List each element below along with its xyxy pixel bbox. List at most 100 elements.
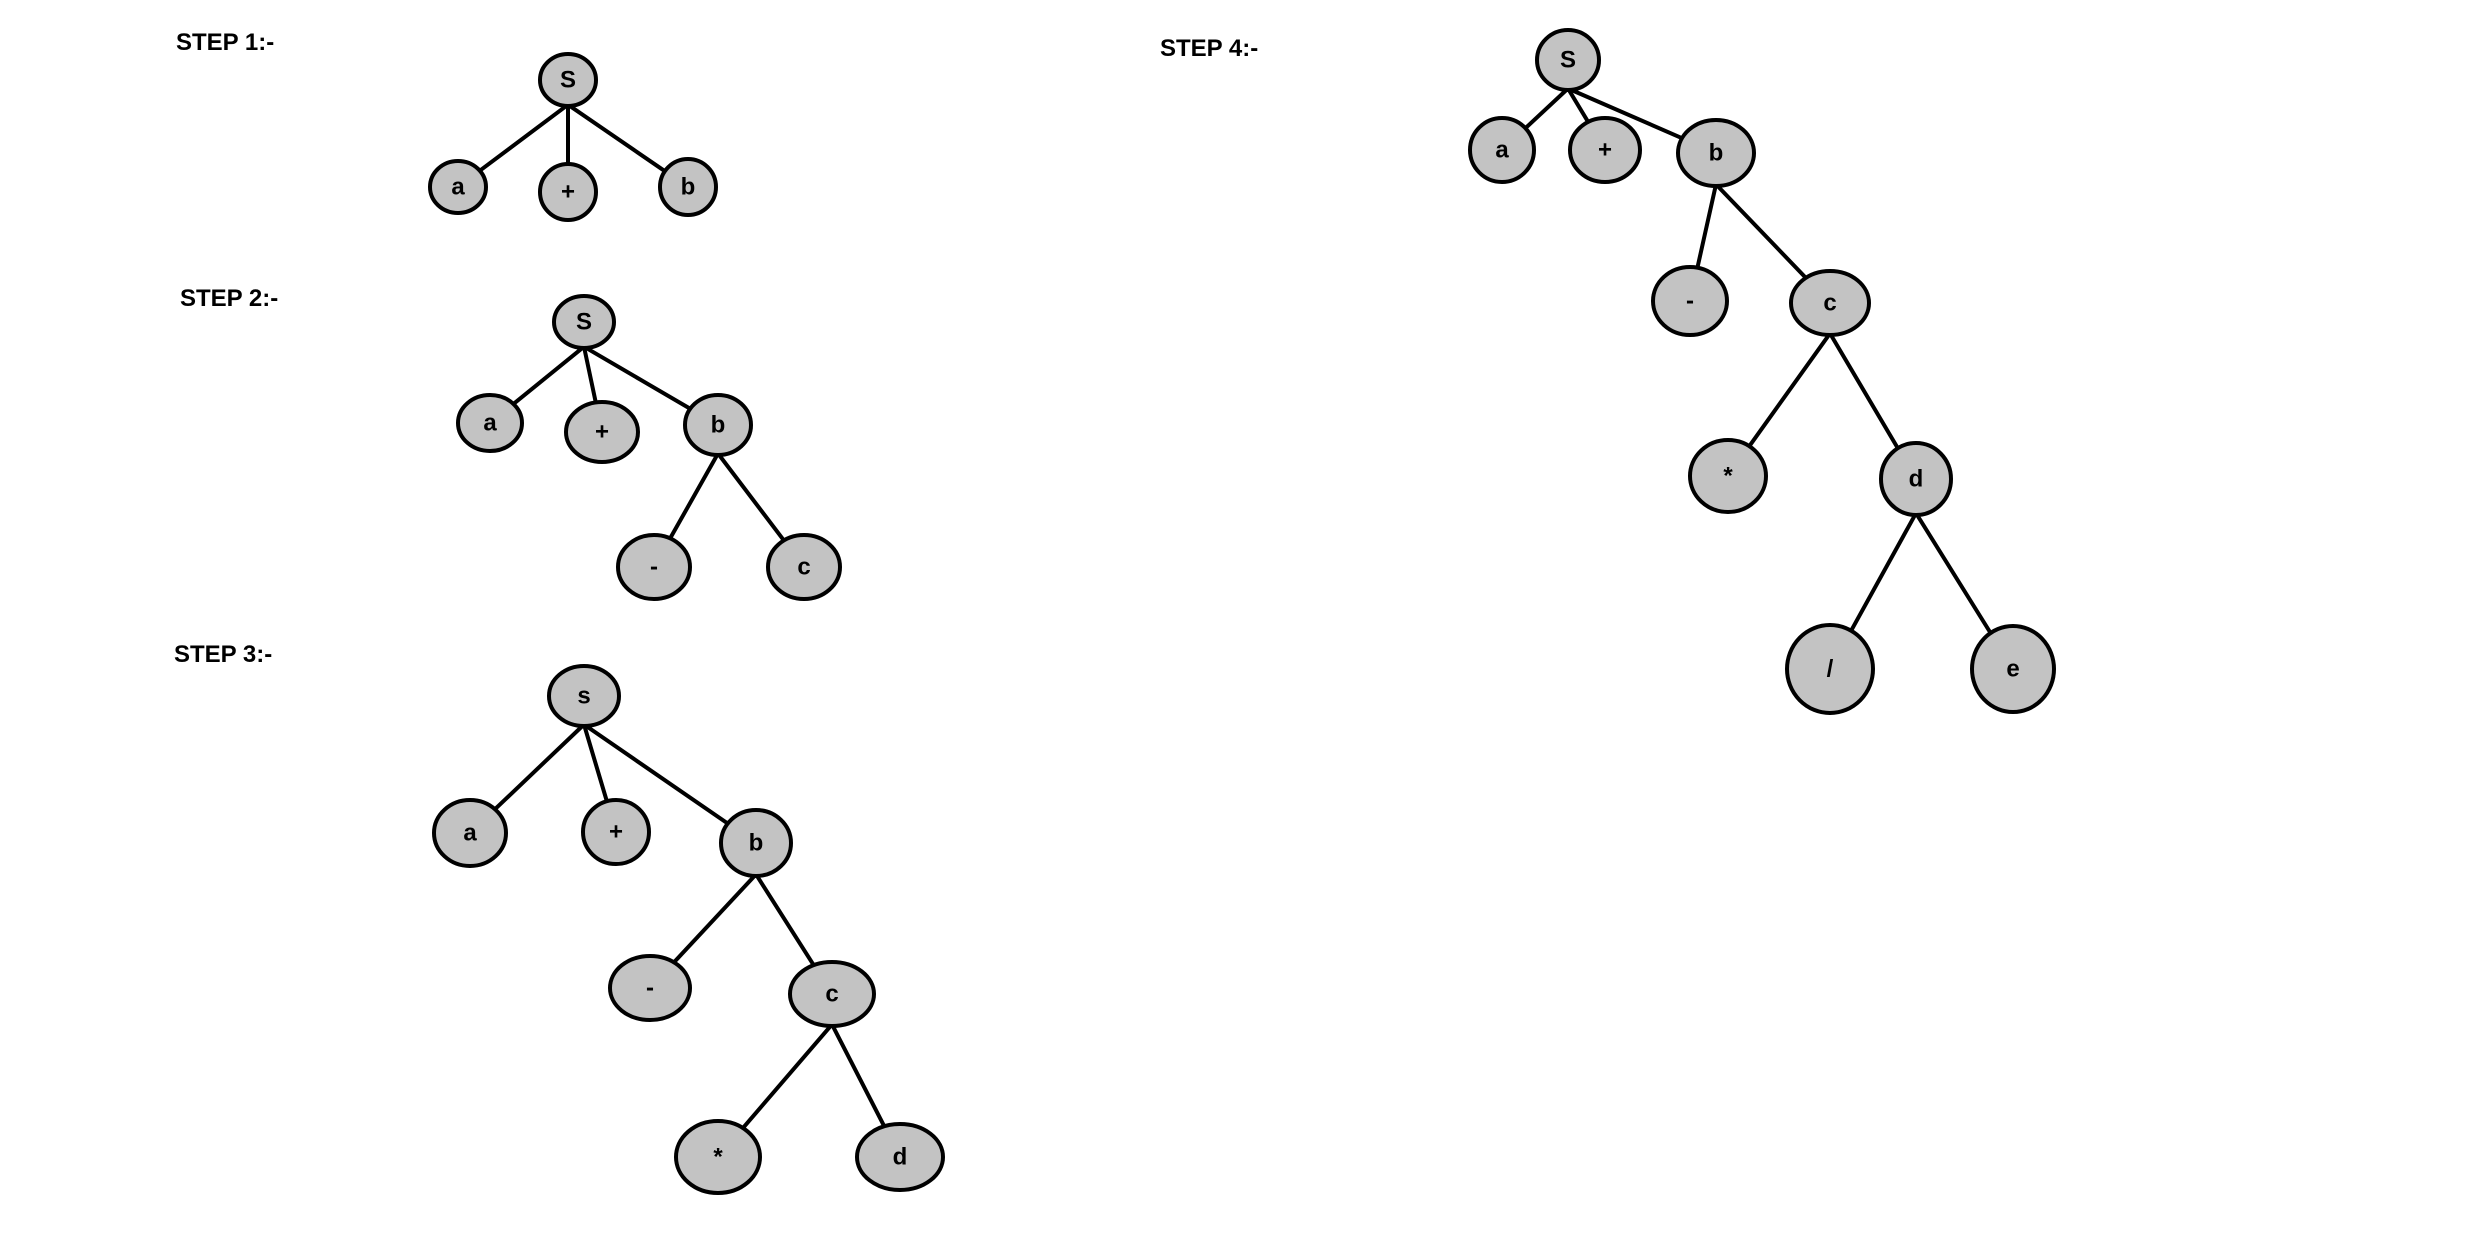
- node-b: b: [1676, 118, 1756, 188]
- node-label: *: [1723, 463, 1733, 490]
- node-circle: [547, 664, 621, 728]
- step-2-title: STEP 2:-: [180, 285, 278, 312]
- node-circle: [683, 393, 753, 457]
- node-circle: [1651, 265, 1729, 337]
- edge-S-b: [1566, 86, 1685, 141]
- node-a: a: [432, 798, 508, 868]
- edge-S-plus: [582, 344, 598, 405]
- node-circle: [788, 960, 876, 1028]
- node-circle: [538, 52, 598, 108]
- node-slash: /: [1785, 623, 1875, 715]
- step-4-title: STEP 4:-: [1160, 35, 1258, 62]
- node-circle: [608, 954, 692, 1022]
- node-c: c: [1789, 269, 1871, 337]
- edge-b-c: [754, 872, 816, 968]
- edge-d-e: [1914, 511, 1993, 635]
- node-d: d: [855, 1122, 945, 1192]
- edge-d-slash: [1849, 511, 1918, 633]
- node-label: *: [713, 1144, 723, 1171]
- node-label: a: [483, 410, 497, 437]
- node-label: -: [650, 554, 658, 581]
- node-circle: [1789, 269, 1871, 337]
- node-S: S: [1535, 28, 1601, 92]
- node-c: c: [788, 960, 876, 1028]
- node-circle: [1568, 116, 1642, 184]
- node-label: b: [711, 412, 726, 439]
- node-label: d: [893, 1144, 908, 1171]
- node-circle: [1970, 624, 2056, 714]
- node-label: c: [797, 554, 810, 581]
- node-label: b: [681, 174, 696, 201]
- node-circle: [855, 1122, 945, 1192]
- step-4-edges: [1523, 86, 1993, 635]
- node-label: d: [1909, 466, 1924, 493]
- node-label: s: [577, 683, 590, 710]
- node-label: b: [749, 830, 764, 857]
- step-2-edges: [511, 344, 786, 543]
- node-plus: +: [581, 798, 651, 866]
- edge-S-a: [511, 344, 586, 406]
- node-circle: [1468, 116, 1536, 184]
- node-label: c: [1823, 290, 1836, 317]
- node-minus: -: [608, 954, 692, 1022]
- node-circle: [766, 533, 842, 601]
- node-b: b: [719, 808, 793, 878]
- node-star: *: [674, 1119, 762, 1195]
- node-minus: -: [616, 533, 692, 601]
- node-label: +: [1598, 137, 1612, 164]
- node-label: S: [560, 67, 576, 94]
- node-minus: -: [1651, 265, 1729, 337]
- node-label: c: [825, 981, 838, 1008]
- node-label: -: [646, 975, 654, 1002]
- edge-c-star: [740, 1022, 834, 1131]
- node-label: +: [561, 179, 575, 206]
- node-label: b: [1709, 140, 1724, 167]
- node-circle: [719, 808, 793, 878]
- node-a: a: [428, 159, 488, 215]
- edge-b-c: [716, 451, 786, 543]
- node-S: S: [538, 52, 598, 108]
- node-label: -: [1686, 288, 1694, 315]
- node-circle: [674, 1119, 762, 1195]
- edge-S-b: [566, 102, 667, 174]
- edge-b-minus: [668, 451, 720, 541]
- node-circle: [428, 159, 488, 215]
- node-circle: [1785, 623, 1875, 715]
- node-c: c: [766, 533, 842, 601]
- edge-b-minus: [1695, 182, 1718, 270]
- edge-S-a: [1523, 86, 1570, 131]
- node-circle: [552, 294, 616, 350]
- edge-S-plus: [582, 722, 609, 804]
- edge-b-c: [1714, 182, 1808, 280]
- node-b: b: [683, 393, 753, 457]
- node-circle: [1879, 441, 1953, 517]
- node-circle: [564, 400, 640, 464]
- node-label: a: [463, 820, 477, 847]
- edge-c-star: [1747, 331, 1832, 449]
- node-d: d: [1879, 441, 1953, 517]
- node-label: +: [609, 819, 623, 846]
- edge-S-b: [582, 722, 730, 826]
- step-4-tree: Sa+b-c*d/e: [1468, 28, 2056, 715]
- edge-b-minus: [671, 872, 758, 965]
- edge-S-a: [477, 102, 570, 173]
- edge-S-a: [492, 722, 586, 812]
- node-star: *: [1688, 438, 1768, 514]
- node-circle: [1535, 28, 1601, 92]
- node-label: a: [451, 174, 465, 201]
- step-1-tree: Sa + b: [428, 52, 718, 222]
- node-a: a: [456, 393, 524, 453]
- node-label: S: [1560, 47, 1576, 74]
- step-3-title: STEP 3:-: [174, 641, 272, 668]
- edge-S-b: [582, 344, 693, 411]
- node-circle: [538, 162, 598, 222]
- node-circle: [1676, 118, 1756, 188]
- node-label: a: [1495, 137, 1509, 164]
- edge-S-plus: [1566, 86, 1591, 124]
- node-plus: +: [564, 400, 640, 464]
- step-2-tree: Sa+b-c: [456, 294, 842, 601]
- node-plus: +: [1568, 116, 1642, 184]
- node-circle: [581, 798, 651, 866]
- node-label: /: [1827, 656, 1834, 683]
